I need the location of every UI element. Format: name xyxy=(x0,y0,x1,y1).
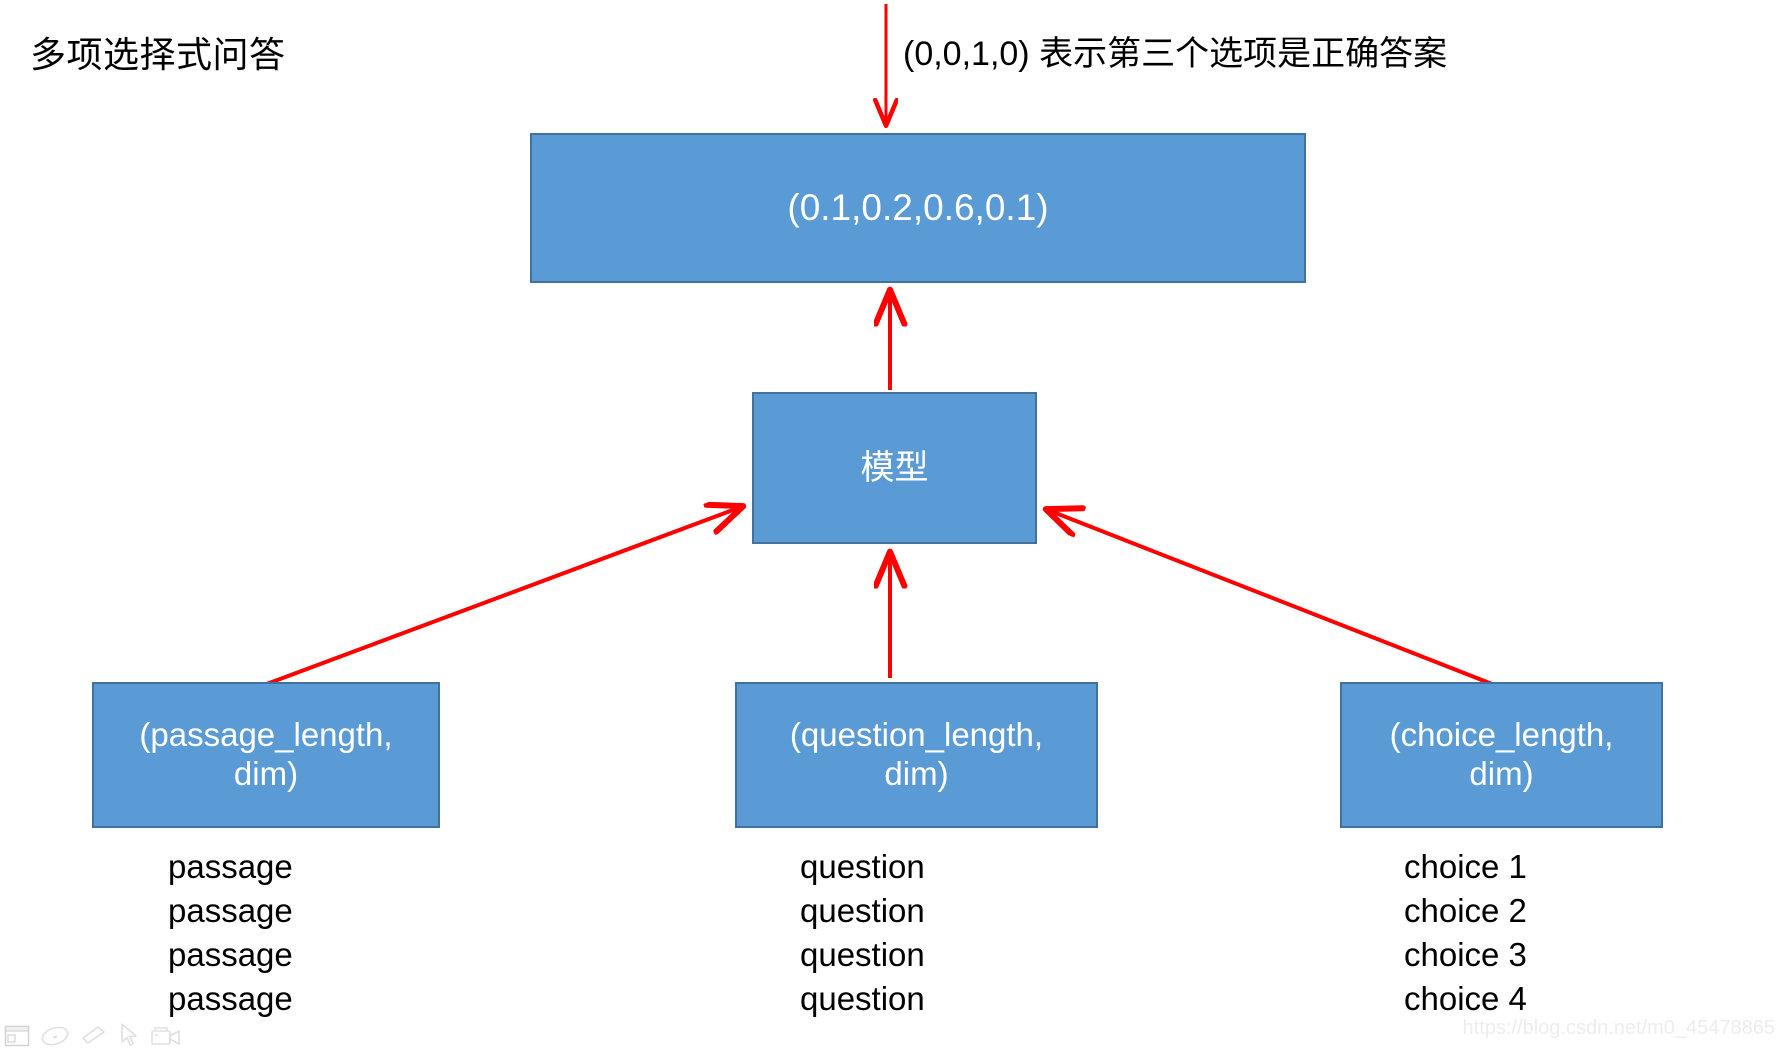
output-box: (0.1,0.2,0.6,0.1) xyxy=(530,133,1306,283)
passage-box-line1: (passage_length, xyxy=(139,716,393,754)
annotation-label: (0,0,1,0) 表示第三个选项是正确答案 xyxy=(903,35,1448,73)
output-box-label: (0.1,0.2,0.6,0.1) xyxy=(787,187,1049,229)
choice-list: choice 1 choice 2 choice 3 choice 4 xyxy=(1404,845,1527,1021)
question-box-line1: (question_length, xyxy=(789,716,1044,754)
list-item: question xyxy=(800,848,925,885)
choice-box-line2: dim) xyxy=(1469,755,1534,792)
arrow-choice-to-model xyxy=(1048,510,1493,686)
screen-capture-icon[interactable] xyxy=(4,1024,30,1048)
choice-box-line1: (choice_length, xyxy=(1389,716,1614,754)
choice-input-box: (choice_length, dim) xyxy=(1340,682,1663,828)
watermark: https://blog.csdn.net/m0_45478865 xyxy=(1462,1017,1775,1039)
annotation-toolbar[interactable] xyxy=(4,1022,182,1048)
question-box-label: (question_length, dim) xyxy=(790,716,1043,794)
list-item: passage xyxy=(168,936,293,973)
question-box-line2: dim) xyxy=(884,755,949,792)
passage-list: passage passage passage passage xyxy=(168,845,293,1021)
list-item: choice 4 xyxy=(1404,980,1527,1017)
list-item: question xyxy=(800,892,925,929)
passage-input-box: (passage_length, dim) xyxy=(92,682,440,828)
question-input-box: (question_length, dim) xyxy=(735,682,1098,828)
eraser-icon[interactable] xyxy=(80,1024,108,1048)
cursor-icon[interactable] xyxy=(118,1022,140,1048)
page-title: 多项选择式问答 xyxy=(30,34,286,75)
list-item: choice 2 xyxy=(1404,892,1527,929)
list-item: passage xyxy=(168,848,293,885)
list-item: choice 1 xyxy=(1404,848,1527,885)
choice-box-label: (choice_length, dim) xyxy=(1390,716,1614,794)
model-box-label: 模型 xyxy=(860,448,929,487)
list-item: passage xyxy=(168,892,293,929)
list-item: question xyxy=(800,980,925,1017)
passage-box-line2: dim) xyxy=(233,755,299,792)
list-item: choice 3 xyxy=(1404,936,1527,973)
pen-icon[interactable] xyxy=(40,1024,70,1048)
camera-icon[interactable] xyxy=(150,1024,182,1048)
list-item: passage xyxy=(168,980,293,1017)
model-box: 模型 xyxy=(752,392,1037,544)
question-list: question question question question xyxy=(800,845,925,1021)
list-item: question xyxy=(800,936,925,973)
passage-box-label: (passage_length, dim) xyxy=(139,716,392,794)
arrow-passage-to-model xyxy=(263,507,741,687)
